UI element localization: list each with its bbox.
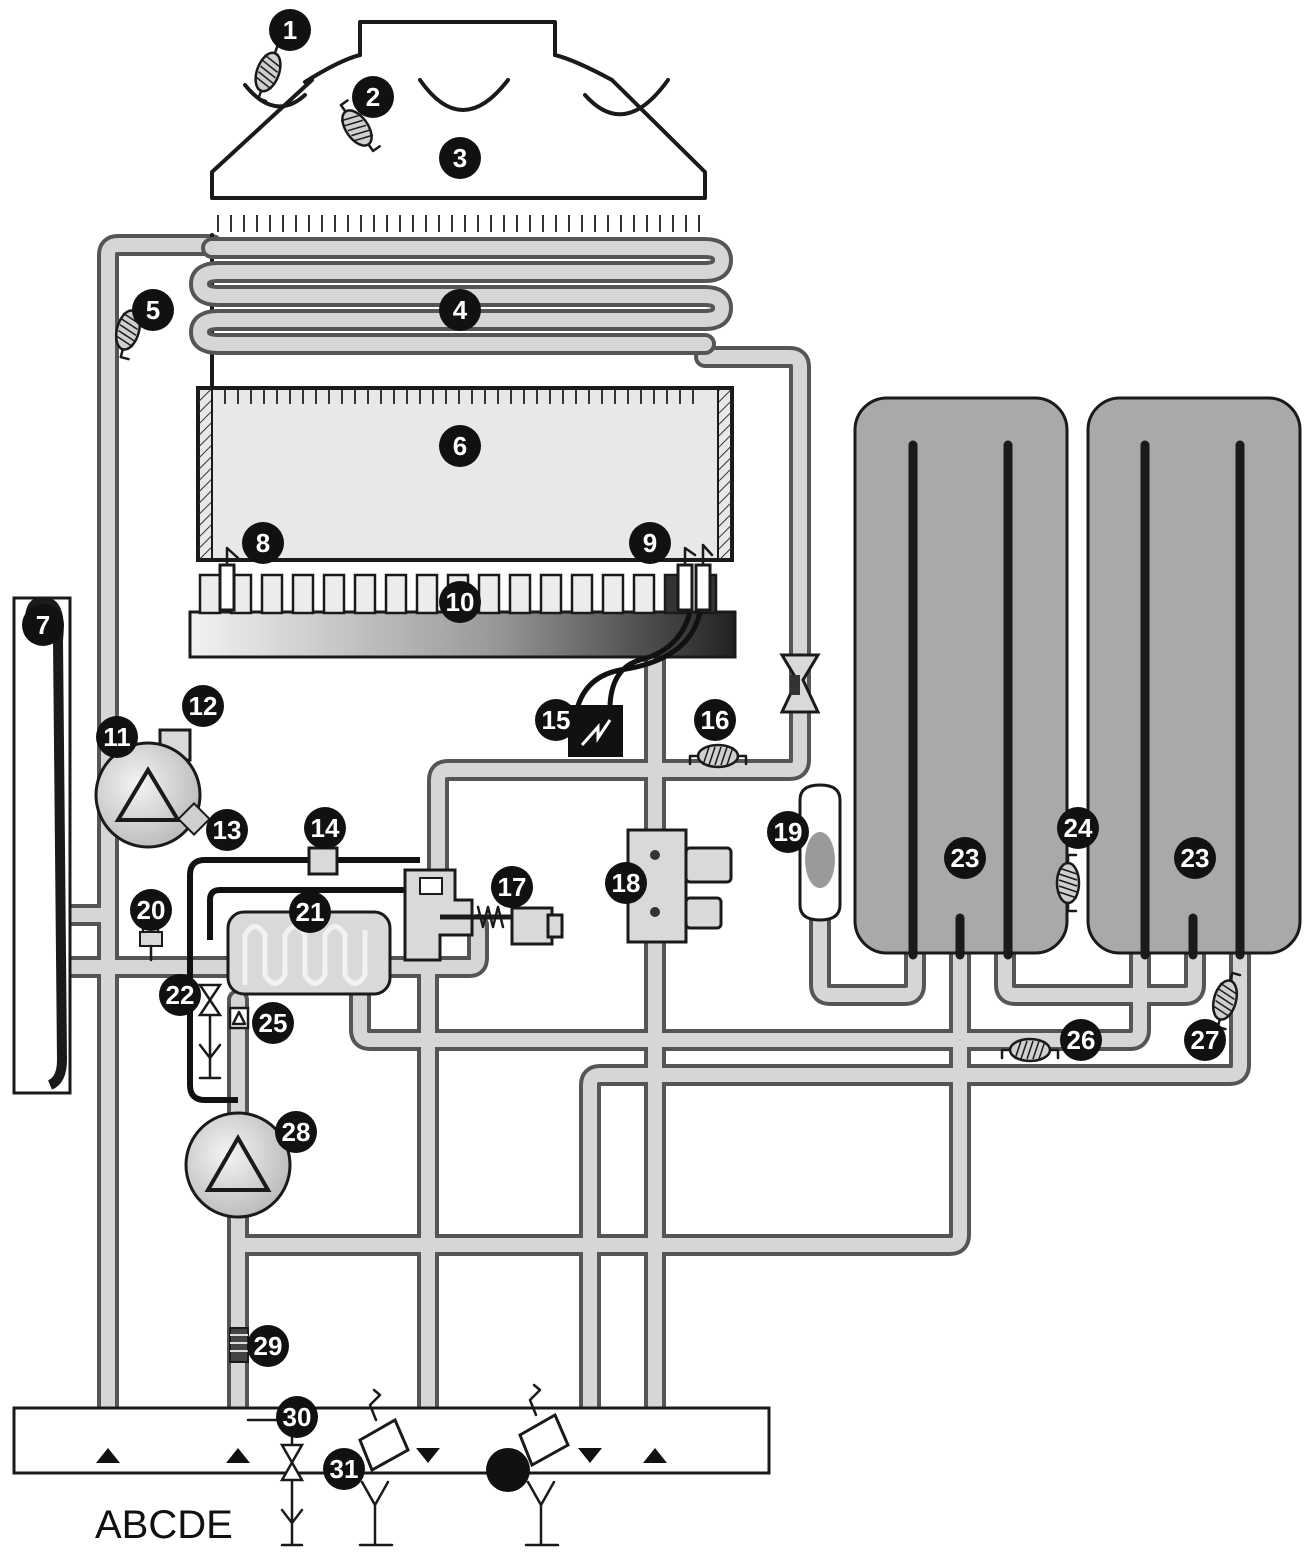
dhw-temperature-sensor-icon (1000, 1037, 1060, 1063)
label-badge-16: 16 (694, 699, 736, 741)
label-badge-26: 26 (1060, 1019, 1102, 1061)
label-badge-6: 6 (439, 425, 481, 467)
label-number: 7 (36, 610, 50, 640)
label-number: 14 (311, 813, 340, 843)
pipework (59, 234, 1251, 1421)
label-badge-23: 23 (944, 837, 986, 879)
label-number: 1 (283, 15, 297, 45)
plate-heat-exchanger (226, 910, 392, 996)
dhw-pump (184, 1111, 292, 1219)
return-temperature-sensor-icon (688, 743, 748, 769)
label-badge-31: 31 (323, 1448, 365, 1490)
label-number: 25 (259, 1008, 288, 1038)
expansion-vessel (12, 596, 72, 1095)
label-badge-9: 9 (629, 522, 671, 564)
label-badge-11: 11 (96, 716, 138, 758)
label-number: 12 (189, 691, 218, 721)
label-number: 31 (330, 1454, 359, 1484)
label-number: 23 (951, 843, 980, 873)
pressure-sensor (139, 924, 163, 962)
label-badge-19: 19 (767, 811, 809, 853)
label-badge-10: 10 (439, 581, 481, 623)
label-badge-22: 22 (159, 974, 201, 1016)
label-number: 11 (103, 722, 131, 752)
tank-temperature-sensor-icon (1055, 853, 1081, 913)
label-badge-5: 5 (132, 289, 174, 331)
label-badge-18: 18 (605, 862, 647, 904)
diverter-valve (403, 868, 564, 962)
label-badge-25: 25 (252, 1002, 294, 1044)
label-badge-15: 15 (535, 699, 577, 741)
label-badge-29: 29 (247, 1325, 289, 1367)
label-number: 8 (256, 528, 270, 558)
label-number: 5 (146, 295, 160, 325)
label-badge-12: 12 (182, 685, 224, 727)
label-badge-14: 14 (304, 807, 346, 849)
dhw-tank-left (853, 396, 1069, 960)
detection-electrodes (676, 543, 714, 612)
label-number: 22 (166, 980, 195, 1010)
flow-sensor-right (779, 653, 821, 714)
label-number: 3 (453, 143, 467, 173)
label-number: 23 (1181, 843, 1210, 873)
label-badge-23: 23 (1174, 837, 1216, 879)
label-number: 15 (542, 705, 571, 735)
safety-valve (197, 983, 223, 1080)
label-number: 26 (1067, 1025, 1096, 1055)
label-badge-13: 13 (206, 809, 248, 851)
label-badge-8: 8 (242, 522, 284, 564)
label-number: 18 (612, 868, 641, 898)
label-number: 6 (453, 431, 467, 461)
label-number: 27 (1191, 1025, 1220, 1055)
label-number: 10 (446, 587, 475, 617)
flue-hood (210, 20, 707, 200)
label-badge-4: 4 (439, 289, 481, 331)
gas-valve (626, 828, 733, 944)
check-valve (228, 1006, 250, 1030)
isolation-valve-left (358, 1388, 410, 1547)
label-number: 9 (643, 528, 657, 558)
label-number: 4 (453, 295, 468, 325)
label-badge-17: 17 (491, 866, 533, 908)
label-number: 20 (137, 895, 166, 925)
ignition-transformer (568, 705, 623, 757)
label-badge-24: 24 (1057, 807, 1099, 849)
label-number: 13 (213, 815, 242, 845)
label-badge-21: 21 (289, 891, 331, 933)
label-badge-3: 3 (439, 137, 481, 179)
burner (188, 573, 737, 659)
label-number: 17 (498, 872, 527, 902)
label-badge-2: 2 (352, 76, 394, 118)
label-number: 19 (774, 817, 803, 847)
label-number: 30 (283, 1402, 312, 1432)
label-number: 21 (296, 897, 325, 927)
dhw-expansion-vessel (798, 783, 842, 922)
label-badge-27: 27 (1184, 1019, 1226, 1061)
label-badge-1: 1 (269, 9, 311, 51)
ignition-electrode (218, 546, 240, 612)
label-badge-28: 28 (275, 1111, 317, 1153)
caption: ABCDE (95, 1503, 233, 1547)
label-number: 16 (701, 705, 730, 735)
label-badge-20: 20 (130, 889, 172, 931)
dhw-tank-right (1086, 396, 1302, 960)
label-badge-7: 7 (22, 604, 64, 646)
ignition-leads (572, 611, 703, 721)
label-number: 29 (254, 1331, 283, 1361)
heating-pump (94, 728, 211, 849)
flue-sensor-icon (339, 99, 381, 153)
label-badge-30: 30 (276, 1396, 318, 1438)
label-number: 24 (1064, 813, 1093, 843)
filter (229, 1327, 249, 1363)
label-number: 28 (282, 1117, 311, 1147)
label-number: 2 (366, 82, 380, 112)
gas-cock (486, 1383, 570, 1547)
